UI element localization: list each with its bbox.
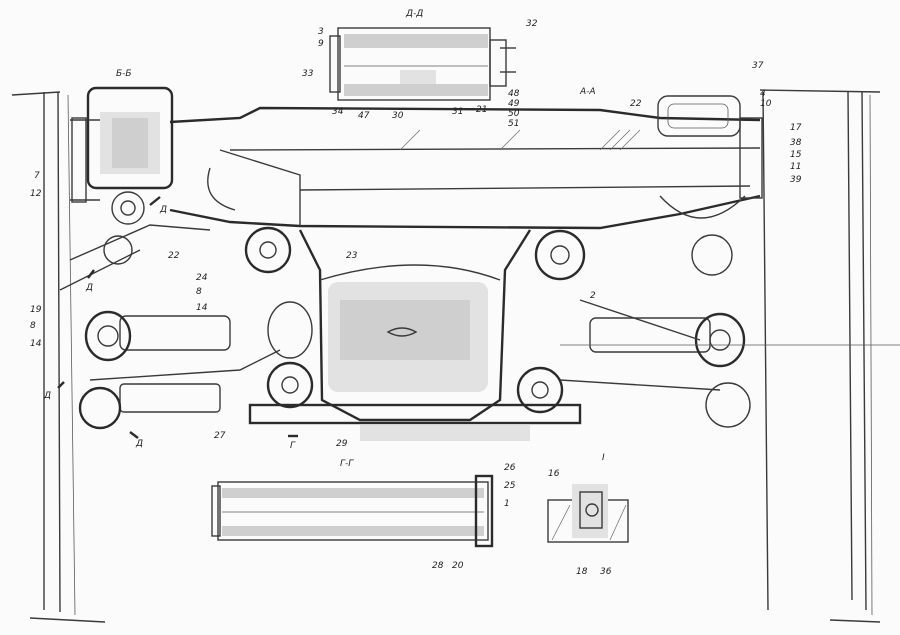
callout: 31 <box>452 107 463 117</box>
callout: 10 <box>760 99 772 109</box>
callout: 15 <box>790 150 802 160</box>
upper-beam <box>169 95 763 230</box>
cut-label-d2: Д <box>85 283 93 293</box>
callout: 4 <box>760 89 766 99</box>
detail-i <box>547 484 629 543</box>
callout: 49 <box>508 99 520 109</box>
callout: 27 <box>214 431 226 441</box>
callout: 24 <box>196 273 208 283</box>
callout: 23 <box>346 251 358 261</box>
detail-label-i: I <box>602 453 605 463</box>
callout: 39 <box>790 175 802 185</box>
callout: 51 <box>508 119 519 129</box>
callout: 19 <box>30 305 42 315</box>
callout: 2 <box>590 291 596 301</box>
left-frame-rail <box>11 91 106 623</box>
section-label-aa: А-А <box>579 87 596 97</box>
callout: 18 <box>576 567 588 577</box>
section-label-bb: Б-Б <box>116 69 132 79</box>
right-frame-rail <box>759 89 881 623</box>
section-label-dd: Д-Д <box>405 9 423 19</box>
callout: 7 <box>34 171 40 181</box>
callout: 32 <box>526 19 538 29</box>
callout: 33 <box>302 69 314 79</box>
callout: 38 <box>790 138 802 148</box>
callout: 22 <box>168 251 180 261</box>
callout: 11 <box>790 162 801 172</box>
hatching <box>399 129 641 151</box>
cut-markers <box>57 196 298 439</box>
right-drive-arm <box>516 229 900 428</box>
left-drive-arm <box>59 224 314 430</box>
callout: 17 <box>790 123 802 133</box>
section-label-gg: Г-Г <box>340 459 354 469</box>
cut-label-g: Г <box>290 441 296 451</box>
callout: 8 <box>196 287 202 297</box>
callout: 26 <box>504 463 516 473</box>
section-bb-block <box>70 86 174 225</box>
section-dd-cylinder <box>329 27 516 101</box>
callout: 1 <box>504 499 510 509</box>
section-gg-tube <box>211 474 494 548</box>
callout: 28 <box>432 561 444 571</box>
callout: 47 <box>358 111 370 121</box>
callout: 14 <box>196 303 208 313</box>
cut-label-d4: Д <box>135 439 143 449</box>
callout: 16 <box>548 469 560 479</box>
callout: 9 <box>318 39 324 49</box>
callout: 8 <box>30 321 36 331</box>
cut-label-d3: Д <box>43 391 51 401</box>
cut-label-d1: Д <box>159 205 167 215</box>
callout: 30 <box>392 111 404 121</box>
callout: 29 <box>336 439 348 449</box>
differential-housing <box>248 229 582 441</box>
callout: 25 <box>504 481 516 491</box>
callout: 34 <box>332 107 344 117</box>
callout: 50 <box>508 109 520 119</box>
callout: 37 <box>752 61 764 71</box>
callout: 14 <box>30 339 42 349</box>
callout: 22 <box>630 99 642 109</box>
callout: 21 <box>476 105 487 115</box>
callout: 36 <box>600 567 612 577</box>
callout: 12 <box>30 189 42 199</box>
callout: 20 <box>452 561 464 571</box>
callout: 3 <box>318 27 324 37</box>
callout: 48 <box>508 89 520 99</box>
